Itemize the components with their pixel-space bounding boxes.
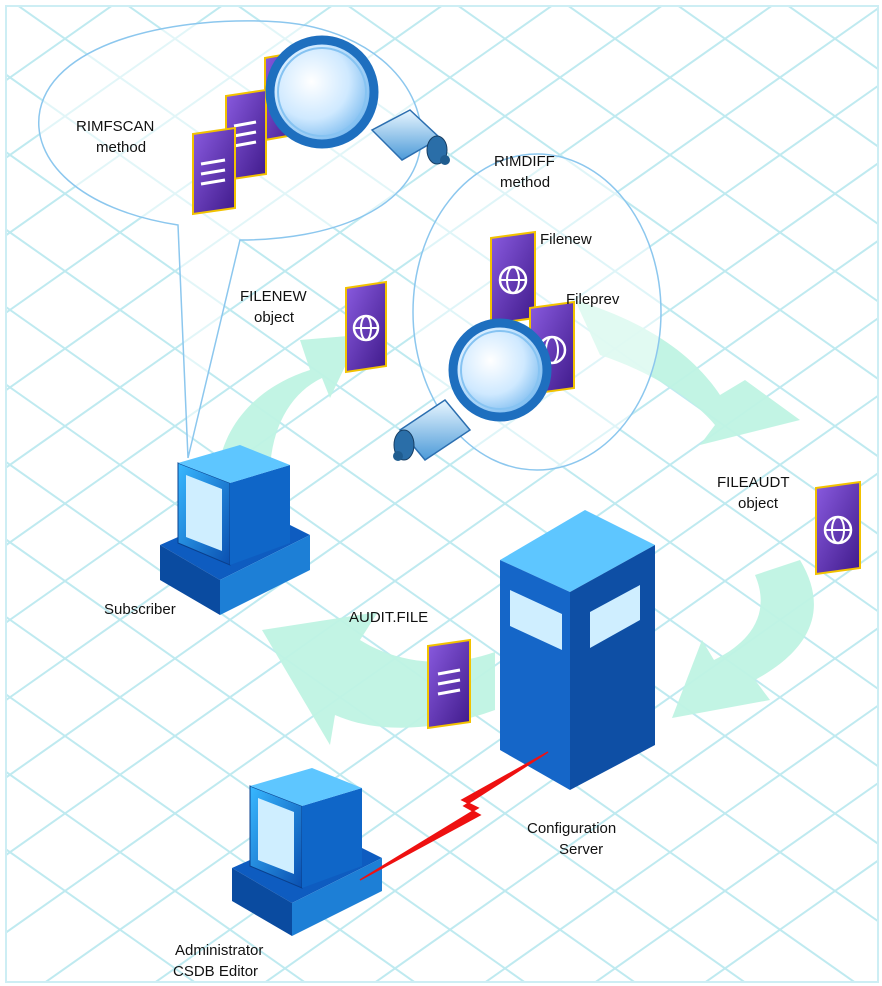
document-icon [427, 638, 471, 730]
grid-line [236, 6, 878, 458]
grid-line [6, 693, 417, 982]
arrow-subscriber-to-filenew [218, 335, 360, 470]
grid-line [593, 781, 878, 982]
diagram-frame [5, 5, 879, 983]
fileaudt-label-line1: FILEAUDT [717, 474, 790, 491]
audit-file-label: AUDIT.FILE [349, 609, 428, 626]
fileaudt-label-line2: object [738, 495, 779, 512]
filenew-object-label-line2: object [254, 309, 295, 326]
fileprev-small-label: Fileprev [566, 291, 620, 308]
admin-label-line1: Administrator [175, 942, 263, 959]
grid-line [6, 383, 857, 982]
rimdiff-label-line2: method [500, 174, 550, 191]
config-server-label-line1: Configuration [527, 820, 616, 837]
rimdiff-label-line1: RIMDIFF [494, 153, 555, 170]
grid-line [263, 549, 878, 982]
rimfscan-label-line1: RIMFSCAN [76, 118, 154, 135]
admin-label-line2: CSDB Editor [173, 963, 258, 980]
grid-line [6, 770, 307, 982]
grid-line [566, 6, 878, 226]
document-icon [192, 126, 236, 216]
grid-line [456, 6, 878, 303]
computer-icon [232, 768, 382, 936]
filenew-object-label-line1: FILENEW [240, 288, 308, 305]
rimfscan-label-line2: method [96, 139, 146, 156]
arrow-fileaudt-to-server [672, 560, 814, 718]
globe-document-icon [345, 280, 387, 374]
grid-line [373, 626, 878, 982]
magnifier-icon [265, 35, 450, 165]
magnifier-icon [393, 318, 552, 461]
grid-line [6, 538, 637, 982]
labels: RIMFSCAN method RIMDIFF method Filenew F… [76, 118, 790, 980]
globe-document-icon [815, 480, 861, 576]
globe-document-icon [490, 230, 536, 326]
lightning-link-icon [359, 751, 549, 881]
config-server-label-line2: Server [559, 841, 603, 858]
computer-icon [160, 445, 310, 615]
grid-line [6, 460, 747, 982]
server-tower-icon [500, 510, 655, 790]
filenew-small-label: Filenew [540, 231, 592, 248]
grid-line [483, 704, 878, 982]
subscriber-label: Subscriber [104, 601, 176, 618]
